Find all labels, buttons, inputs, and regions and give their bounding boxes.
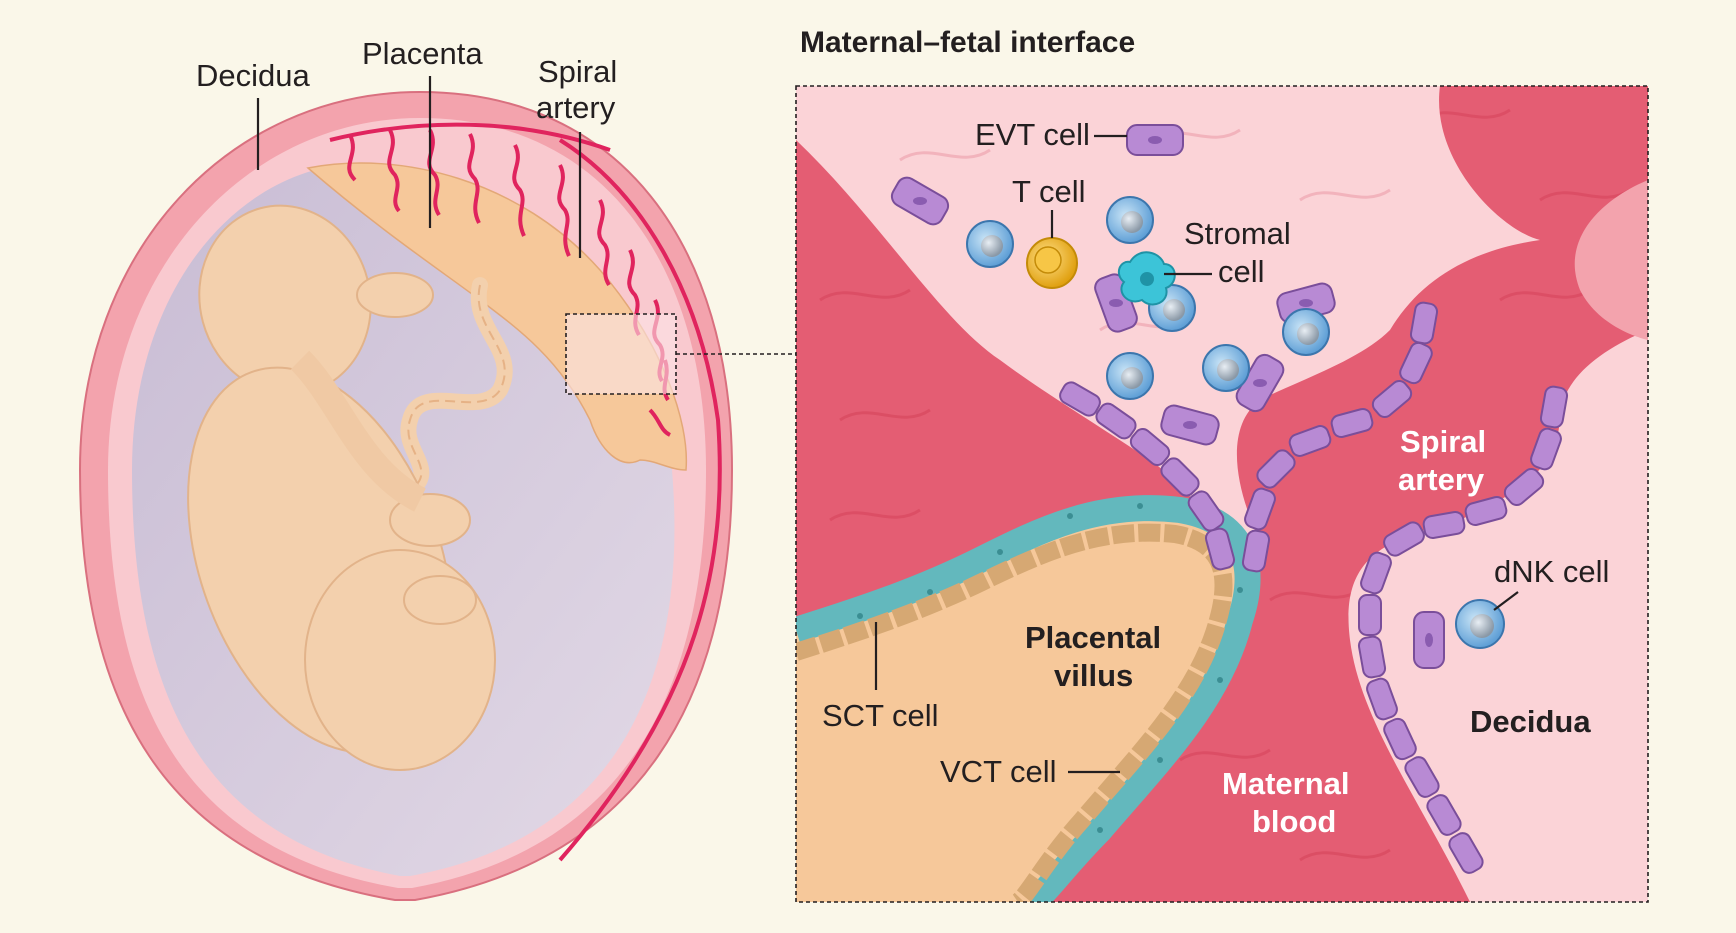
- label-dnk-cell: dNK cell: [1494, 554, 1609, 589]
- label-maternal-blood-line2: blood: [1252, 804, 1336, 839]
- label-stromal-cell-line2: cell: [1218, 254, 1265, 289]
- label-spiral-artery-overview-line1: Spiral: [538, 54, 617, 89]
- label-vct-cell: VCT cell: [940, 754, 1057, 789]
- label-evt-cell: EVT cell: [975, 117, 1090, 152]
- label-spiral-artery-detail-line2: artery: [1398, 462, 1485, 497]
- label-stromal-cell-line1: Stromal: [1184, 216, 1291, 251]
- label-placental-villus-line1: Placental: [1025, 620, 1161, 655]
- label-sct-cell: SCT cell: [822, 698, 939, 733]
- label-decidua-overview: Decidua: [196, 58, 310, 93]
- label-spiral-artery-detail-line1: Spiral: [1400, 424, 1486, 459]
- panel-title: Maternal–fetal interface: [800, 26, 1135, 59]
- label-placenta-overview: Placenta: [362, 36, 483, 71]
- label-maternal-blood-line1: Maternal: [1222, 766, 1349, 801]
- zoom-region-box: [566, 314, 676, 394]
- t-cell: [1027, 238, 1077, 288]
- uterus-overview: [80, 92, 796, 900]
- label-spiral-artery-overview-line2: artery: [536, 90, 616, 125]
- label-decidua-detail: Decidua: [1470, 704, 1591, 739]
- label-placental-villus-line2: villus: [1054, 658, 1133, 693]
- label-t-cell: T cell: [1012, 174, 1086, 209]
